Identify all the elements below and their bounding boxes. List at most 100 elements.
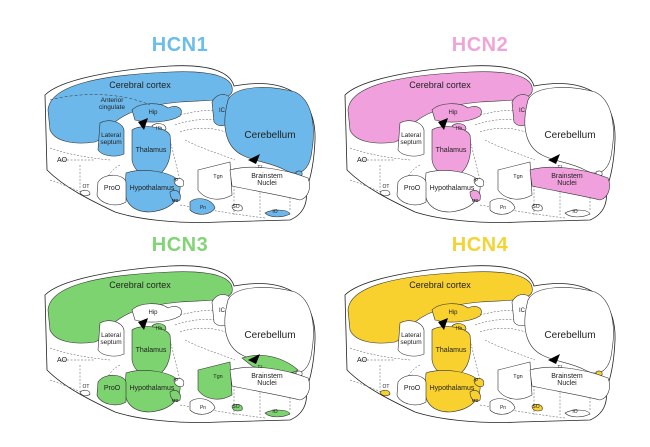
label-ip: IP <box>174 378 179 384</box>
label-hip: Hip <box>148 310 158 316</box>
label-proo: ProO <box>104 185 121 192</box>
region-io <box>264 209 291 218</box>
label-proo: ProO <box>404 185 421 192</box>
anatomical-boundary <box>179 328 226 333</box>
label-ao: AO <box>357 357 368 364</box>
panel-title: HCN1 <box>151 34 209 56</box>
region-cerebellum <box>524 287 614 374</box>
label-hypothalamus: Hypothalamus <box>430 385 475 392</box>
ventricle <box>438 318 448 330</box>
label-hip: Hip <box>148 110 158 116</box>
label-tgn: Tgn <box>513 174 522 180</box>
label-proo: ProO <box>104 385 121 392</box>
region-ot <box>79 189 91 197</box>
label-septum1: Lateral <box>101 332 121 339</box>
region-tgn <box>497 161 533 200</box>
panel-title: HCN2 <box>451 34 509 56</box>
anatomical-boundary <box>184 339 236 361</box>
label-mb: MB <box>172 198 179 203</box>
anatomical-boundary <box>179 204 266 219</box>
label-hypothalamus: Hypothalamus <box>130 385 175 392</box>
region-so <box>531 204 543 212</box>
label-ip: IP <box>474 178 479 184</box>
label-mb: MB <box>172 398 179 403</box>
region-cerebellum <box>224 87 314 174</box>
anatomical-boundary <box>349 147 411 161</box>
region-hip <box>431 303 482 323</box>
label-hb: Hb <box>456 126 463 132</box>
region-pn <box>489 198 516 215</box>
label-hip: Hip <box>448 310 458 316</box>
label-brainstem2: Nuclei <box>557 180 577 187</box>
label-cortex: Cerebral cortex <box>409 80 471 90</box>
label-io: IO <box>572 209 577 215</box>
label-hypothalamus: Hypothalamus <box>430 185 475 192</box>
label-thalamus: Thalamus <box>436 147 467 154</box>
label-cerebellum: Cerebellum <box>544 330 595 341</box>
label-thalamus: Thalamus <box>136 147 167 154</box>
label-brainstem2: Nuclei <box>257 180 277 187</box>
label-ic: IC <box>219 308 226 314</box>
brain-sagittal-diagram: Cerebral cortexHipHbICCerebellumLaterals… <box>44 65 316 223</box>
label-pn: Pn <box>500 405 506 411</box>
label-ao: AO <box>57 357 68 364</box>
label-thalamus: Thalamus <box>136 347 167 354</box>
label-cortex: Cerebral cortex <box>109 280 171 290</box>
anatomical-boundary <box>474 319 526 326</box>
anatomical-boundary <box>184 139 236 161</box>
anatomical-boundary <box>49 347 111 361</box>
region-hip <box>431 103 482 123</box>
label-ot: OT <box>83 184 90 190</box>
region-mb <box>469 390 481 402</box>
label-tz: Tz <box>558 364 564 369</box>
region-ot <box>379 189 391 197</box>
region-septum <box>97 120 125 157</box>
label-proo: ProO <box>404 385 421 392</box>
label-thalamus: Thalamus <box>436 347 467 354</box>
label-hb: Hb <box>156 126 163 132</box>
label-ip: IP <box>474 378 479 384</box>
anatomical-boundary <box>484 139 536 161</box>
label-septum2: septum <box>400 339 421 346</box>
label-septum2: septum <box>100 139 121 146</box>
brain-sagittal-diagram: Cerebral cortexHipHbICCerebellumLaterals… <box>44 265 316 423</box>
label-so: SO <box>232 404 239 410</box>
label-cortex: Cerebral cortex <box>409 280 471 290</box>
region-ip <box>473 378 485 387</box>
label-tz: Tz <box>258 164 264 169</box>
brain-sagittal-diagram: Cerebral cortexHipHbICCerebellumLaterals… <box>344 65 616 223</box>
label-io: IO <box>272 409 277 415</box>
label-io: IO <box>272 209 277 215</box>
label-ic: IC <box>219 108 226 114</box>
panel-title: HCN3 <box>151 234 209 256</box>
label-anterior-cingulate: Anterior <box>101 97 125 104</box>
region-hip <box>131 103 182 123</box>
region-septum <box>97 320 125 357</box>
cingulate-boundary <box>49 94 151 106</box>
fourth-ventricle <box>248 154 260 164</box>
label-brainstem1: Brainstem <box>251 173 283 180</box>
label-brainstem2: Nuclei <box>257 380 277 387</box>
anatomical-boundary <box>479 204 566 219</box>
label-hb: Hb <box>156 326 163 332</box>
region-so <box>231 204 243 212</box>
region-mb <box>169 190 181 202</box>
anatomical-boundary <box>479 328 526 333</box>
label-so: SO <box>232 204 239 210</box>
label-hip: Hip <box>448 110 458 116</box>
label-cerebellum: Cerebellum <box>544 130 595 141</box>
label-brainstem2: Nuclei <box>557 380 577 387</box>
label-ao: AO <box>57 157 68 164</box>
label-ot: OT <box>383 184 390 190</box>
region-ip <box>173 378 185 387</box>
label-tgn: Tgn <box>213 174 222 180</box>
anatomical-boundary <box>474 119 526 126</box>
region-brainstem <box>529 366 610 401</box>
region-ot <box>379 389 391 397</box>
region-pn <box>189 198 216 215</box>
region-ip <box>173 178 185 187</box>
region-septum <box>397 320 425 357</box>
ventricle <box>138 318 148 330</box>
